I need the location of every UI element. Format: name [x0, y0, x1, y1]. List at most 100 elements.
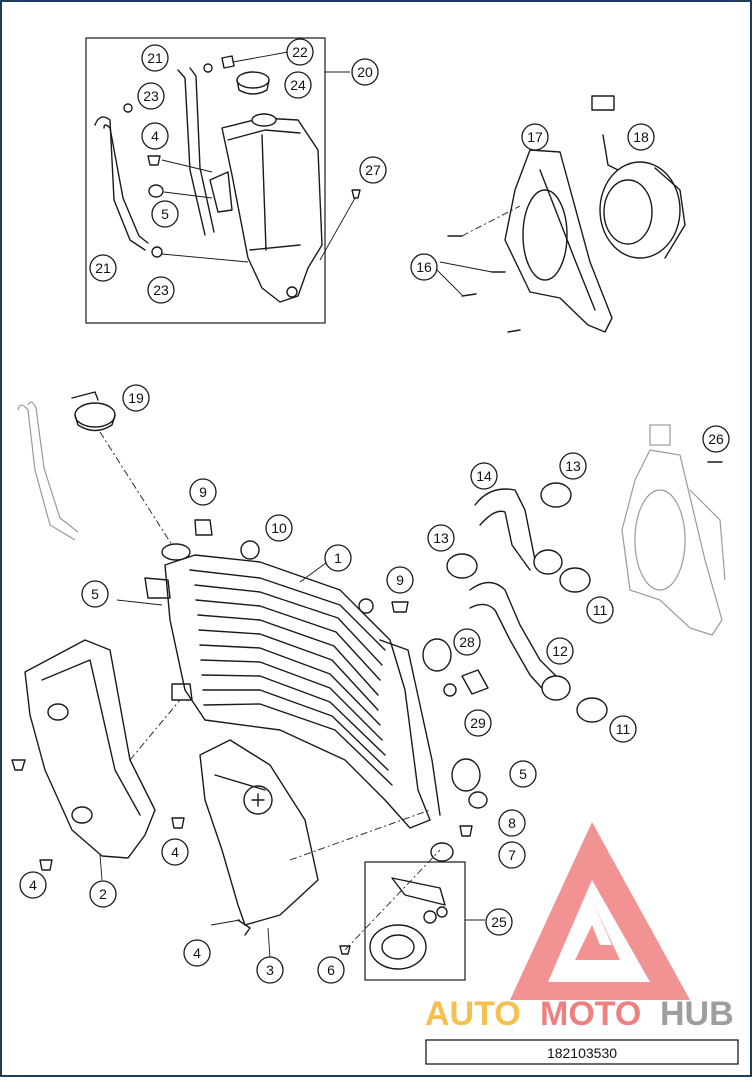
- hose-clamps: [446, 482, 608, 723]
- callout-14: 14: [470, 462, 498, 490]
- shroud-screws: [11, 759, 185, 871]
- hose-upper: [177, 67, 215, 236]
- callout-17: 17: [521, 123, 549, 151]
- svg-text:13: 13: [565, 458, 581, 474]
- callout-6: 6: [317, 956, 345, 984]
- hose-ghost: [17, 401, 79, 541]
- svg-text:4: 4: [29, 877, 37, 893]
- callout-27: 27: [359, 156, 387, 184]
- tank-cap: [236, 71, 270, 95]
- callout-5a: 5: [151, 200, 179, 228]
- watermark-hub: HUB: [660, 995, 734, 1033]
- tank-small-parts: [123, 55, 361, 258]
- callout-5b: 5: [81, 580, 109, 608]
- fan-motor: [591, 95, 686, 259]
- callout-21a: 21: [141, 44, 169, 72]
- left-shroud: [24, 639, 156, 859]
- svg-text:3: 3: [266, 962, 274, 978]
- fan-ghost: [621, 424, 726, 636]
- svg-text:13: 13: [433, 530, 449, 546]
- svg-text:22: 22: [292, 44, 308, 60]
- svg-text:20: 20: [357, 64, 373, 80]
- fan-shroud: [504, 149, 613, 333]
- svg-text:18: 18: [633, 129, 649, 145]
- callout-25: 25: [485, 908, 513, 936]
- callout-18: 18: [627, 123, 655, 151]
- callout-9a: 9: [189, 478, 217, 506]
- callout-13a: 13: [559, 452, 587, 480]
- radiator: [144, 540, 481, 829]
- callout-3: 3: [256, 956, 284, 984]
- svg-text:8: 8: [508, 815, 516, 831]
- hose-top: [474, 488, 563, 575]
- svg-text:2: 2: [99, 886, 107, 902]
- callout-24: 24: [284, 71, 312, 99]
- callout-22: 22: [286, 38, 314, 66]
- callout-29: 29: [464, 709, 492, 737]
- callout-7: 7: [498, 841, 526, 869]
- watermark-moto: MOTO: [540, 995, 641, 1033]
- callout-21b: 21: [89, 254, 117, 282]
- svg-text:14: 14: [476, 468, 492, 484]
- radiator-bolts: [194, 519, 409, 613]
- svg-text:29: 29: [470, 715, 486, 731]
- horn: [369, 877, 448, 970]
- svg-text:11: 11: [616, 721, 631, 737]
- callout-10: 10: [265, 514, 293, 542]
- callout-9b: 9: [386, 566, 414, 594]
- svg-text:1: 1: [334, 550, 342, 566]
- svg-text:10: 10: [271, 520, 287, 536]
- callout-23a: 23: [137, 82, 165, 110]
- temp-sensor: [443, 669, 489, 697]
- callout-4d: 4: [183, 939, 211, 967]
- callout-28: 28: [453, 628, 481, 656]
- callout-11a: 11: [586, 596, 614, 624]
- front-cover: [199, 739, 319, 936]
- callout-2: 2: [89, 880, 117, 908]
- callout-19: 19: [122, 384, 150, 412]
- svg-text:6: 6: [327, 962, 335, 978]
- svg-text:4: 4: [193, 945, 201, 961]
- svg-text:9: 9: [199, 484, 207, 500]
- svg-text:21: 21: [147, 50, 163, 66]
- svg-text:4: 4: [171, 844, 179, 860]
- svg-text:27: 27: [365, 162, 381, 178]
- watermark-logo: [510, 822, 690, 1000]
- fan-screws: [447, 235, 521, 333]
- svg-text:16: 16: [416, 259, 432, 275]
- hose-lower: [94, 116, 149, 251]
- svg-text:26: 26: [708, 431, 724, 447]
- watermark-auto: AUTO: [425, 995, 521, 1033]
- svg-text:5: 5: [519, 766, 527, 782]
- svg-text:24: 24: [290, 77, 306, 93]
- callout-4b: 4: [161, 838, 189, 866]
- horn-mount-parts: [339, 791, 488, 955]
- svg-text:19: 19: [128, 390, 144, 406]
- svg-text:17: 17: [527, 129, 543, 145]
- callout-26: 26: [702, 425, 730, 453]
- callout-4a: 4: [141, 122, 169, 150]
- svg-text:23: 23: [153, 282, 169, 298]
- callout-23b: 23: [147, 276, 175, 304]
- reference-number: 182103530: [547, 1045, 617, 1061]
- svg-text:5: 5: [91, 586, 99, 602]
- assembly-box-horn: [364, 861, 466, 981]
- callout-8: 8: [498, 809, 526, 837]
- svg-text:4: 4: [151, 128, 159, 144]
- callout-16: 16: [410, 253, 438, 281]
- svg-text:23: 23: [143, 88, 159, 104]
- callout-1: 1: [324, 544, 352, 572]
- radiator-cap: [71, 391, 116, 432]
- svg-text:7: 7: [508, 847, 516, 863]
- svg-text:21: 21: [95, 260, 111, 276]
- svg-text:25: 25: [491, 914, 507, 930]
- reference-box: [425, 1039, 739, 1065]
- callout-13b: 13: [427, 524, 455, 552]
- expansion-tank: [221, 113, 323, 303]
- svg-text:28: 28: [459, 634, 475, 650]
- assembly-box-expansion-tank: [85, 37, 326, 324]
- callout-12: 12: [546, 637, 574, 665]
